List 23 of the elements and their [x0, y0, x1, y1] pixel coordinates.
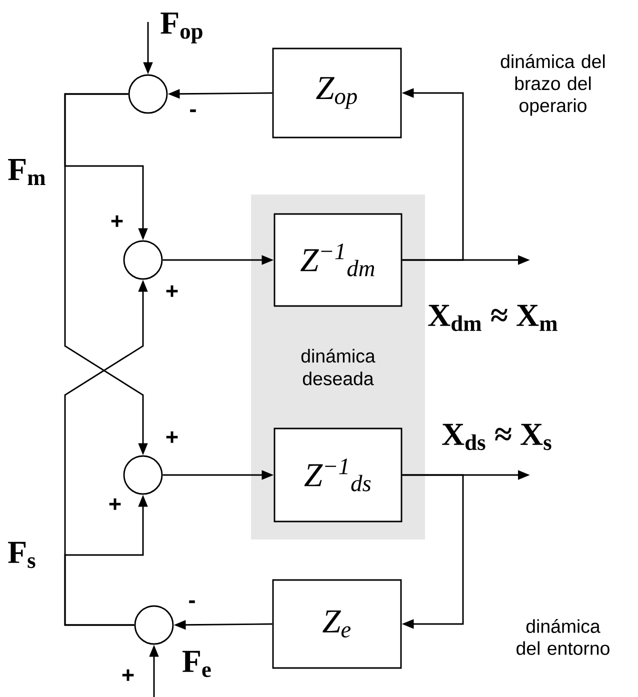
sign-label: -	[189, 600, 195, 604]
summing-junction	[123, 455, 163, 495]
sign-label: +	[122, 669, 134, 681]
signal-label: F$_{m}$	[8, 159, 46, 185]
block-box: Z$^{−1}$ds	[274, 428, 402, 522]
block-box: Z$_{e}$	[272, 579, 402, 669]
summing-junction	[123, 240, 163, 280]
signal-label: F$_{e}$	[182, 650, 211, 678]
block-box: Z$^{−1}$dm	[274, 213, 402, 307]
sign-label: +	[109, 498, 121, 510]
note-text: dinámica del entorno	[516, 619, 610, 655]
sign-label: -	[190, 109, 196, 112]
summing-junction	[128, 74, 168, 114]
sign-label: +	[166, 285, 178, 297]
note-text: dinámica del brazo del operario	[500, 54, 605, 116]
signal-label: F$_{s}$	[8, 542, 36, 568]
sign-label: +	[111, 215, 123, 227]
signal-label: X$_{dm}$ ≈ X$_{m}$	[428, 304, 558, 332]
sign-label: +	[166, 431, 178, 443]
summing-junction	[134, 605, 174, 645]
signal-label: F$_{op}$	[160, 12, 202, 44]
signal-label: X$_{ds}$ ≈ X$_{s}$	[442, 424, 552, 450]
block-box: Z$_{op}$	[272, 48, 402, 138]
